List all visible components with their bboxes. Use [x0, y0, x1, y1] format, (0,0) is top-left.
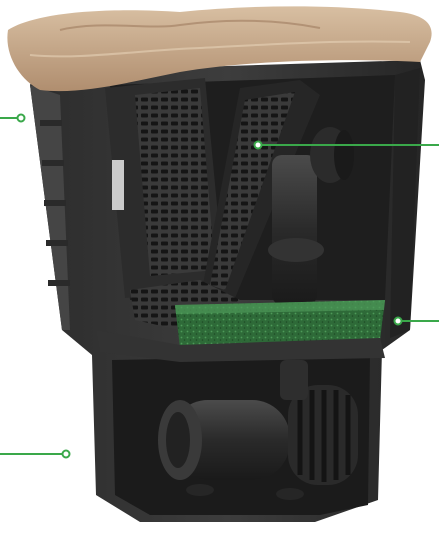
filter-basket-left [105, 78, 225, 298]
pump [158, 360, 358, 500]
pump-intake-grille [288, 385, 358, 485]
divider-shelf [96, 330, 385, 362]
filter-sponge [175, 300, 385, 348]
callout-lines [0, 113, 439, 459]
lid-callout [0, 113, 26, 123]
pump-chamber-callout [0, 449, 71, 459]
sponge-callout [393, 316, 439, 326]
outlet-pipe [268, 127, 354, 305]
basket-callout [253, 140, 439, 150]
mesh-screen [200, 80, 320, 310]
stone-lid [7, 6, 432, 92]
